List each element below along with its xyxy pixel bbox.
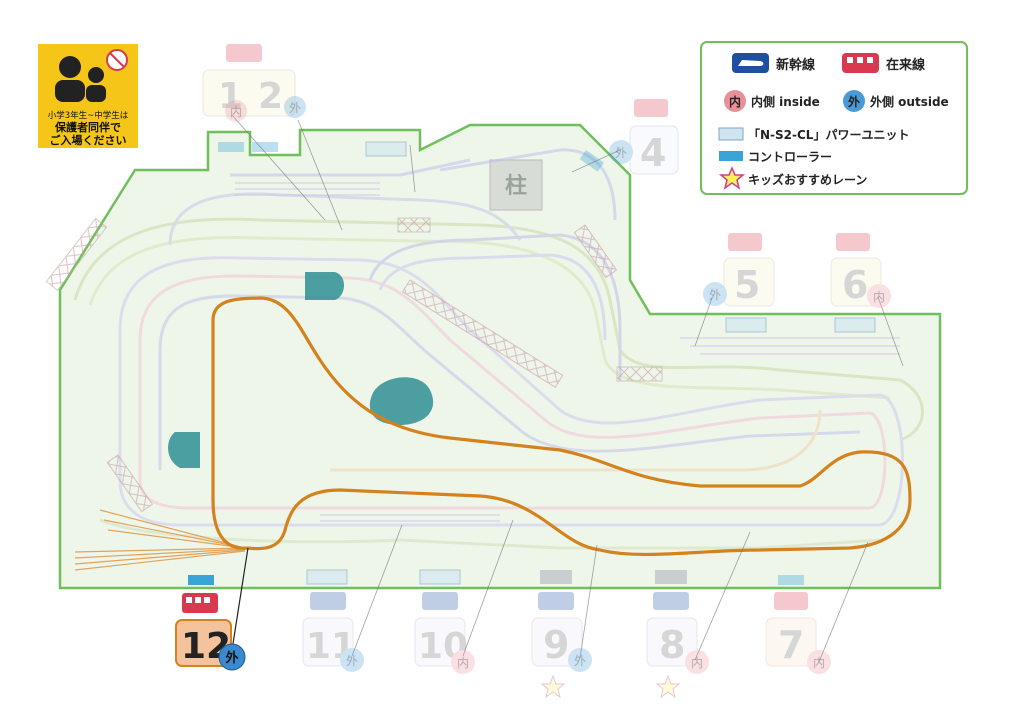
- controller-icon: [719, 151, 743, 161]
- svg-text:8: 8: [659, 623, 685, 667]
- lane-marker-12[interactable]: [175, 593, 232, 667]
- lane-10-side: 内: [457, 656, 469, 670]
- notice-line-3: ご入場ください: [50, 133, 127, 147]
- pillar-label: 柱: [505, 174, 527, 199]
- pillar: [489, 159, 543, 211]
- lane-marker-8: 8: [646, 592, 709, 674]
- lane-2-side: 外: [289, 101, 301, 115]
- kids-star-8: [655, 674, 681, 699]
- inside-badge-icon: [724, 90, 746, 112]
- child-icon: [88, 67, 104, 83]
- svg-text:2: 2: [258, 76, 283, 117]
- outside-legend-icon: [843, 90, 865, 112]
- yard-left: [74, 509, 246, 571]
- lane-12-leader: [231, 547, 249, 651]
- legend-outside: 外側 outside: [870, 94, 949, 109]
- legend-outside-badge: 外: [848, 94, 860, 109]
- legend-kids: キッズおすすめレーン: [748, 172, 867, 187]
- svg-text:1: 1: [218, 76, 243, 117]
- lane-7-side: 内: [813, 656, 825, 670]
- svg-text:10: 10: [418, 626, 468, 667]
- leader-lines: [231, 114, 904, 663]
- legend: [700, 41, 968, 195]
- lane-12-route: [211, 296, 912, 557]
- notice-sign: [38, 44, 138, 148]
- track-network: [73, 148, 924, 550]
- svg-text:7: 7: [778, 623, 804, 667]
- lane-11-side: 外: [346, 654, 358, 668]
- lane-6-side: 内: [873, 290, 885, 304]
- kids-star-icon: [718, 166, 746, 190]
- yard-right: [235, 182, 900, 522]
- lane-4-side: 外: [615, 146, 627, 160]
- legend-controller: コントローラー: [748, 150, 832, 164]
- svg-text:11: 11: [306, 626, 356, 667]
- legend-inside: 内側 inside: [751, 94, 820, 109]
- svg-text:5: 5: [734, 263, 760, 307]
- lane-marker-5: 5: [703, 233, 775, 307]
- legend-power-unit: 「N-S2-CL」パワーユニット: [748, 127, 909, 142]
- lane-marker-4: 4: [609, 99, 679, 175]
- lane-marker-7: 7: [765, 592, 831, 674]
- lane-1-badge: [225, 100, 247, 122]
- svg-text:4: 4: [640, 131, 666, 175]
- outside-badge-icon: [218, 643, 246, 671]
- lane-12-side: 外: [224, 650, 238, 666]
- kids-star-9: [540, 674, 566, 699]
- legend-zairaisen: 在来線: [886, 57, 926, 73]
- svg-text:6: 6: [842, 263, 868, 307]
- lane-9-side: 外: [574, 654, 586, 668]
- lane-marker-10: 10: [414, 592, 475, 674]
- zairaisen-icons-faded: [226, 44, 262, 62]
- power-unit-icon: [718, 127, 744, 141]
- lane-8-side: 内: [691, 656, 703, 670]
- lane-marker-6: 6: [830, 233, 891, 308]
- lane-marker-9: 9: [531, 592, 592, 672]
- equipment: [188, 141, 876, 585]
- lane-1-side: 内: [230, 105, 242, 119]
- bridges: [45, 217, 663, 513]
- legend-shinkansen: 新幹線: [776, 57, 816, 73]
- ponds: [168, 272, 434, 468]
- notice-line-1: 小学3年生~中学生は: [48, 110, 129, 121]
- legend-inside-badge: 内: [729, 94, 741, 109]
- lane-2-badge: [284, 96, 306, 118]
- lane-marker-11: 11: [302, 592, 364, 672]
- notice-line-2: 保護者同伴で: [54, 120, 121, 134]
- adult-icon: [59, 56, 81, 78]
- lane-marker-1-2: 1 2: [202, 69, 296, 117]
- svg-text:9: 9: [543, 623, 569, 667]
- lane-5-side: 外: [709, 288, 721, 302]
